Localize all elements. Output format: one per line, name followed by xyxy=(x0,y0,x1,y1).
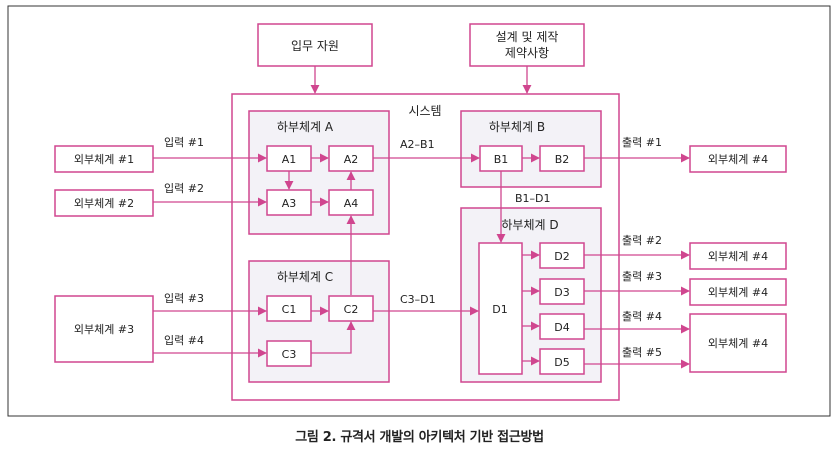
edge-label-input-3: 입력 #3 xyxy=(164,292,204,305)
block-d1 xyxy=(478,242,523,375)
block-d5 xyxy=(539,348,585,375)
block-b2-label: B2 xyxy=(555,153,570,166)
edge-label-output-4: 출력 #4 xyxy=(622,310,662,323)
external-system-4-label-c: 외부체계 #4 xyxy=(708,286,768,299)
block-a1 xyxy=(266,145,312,172)
block-b1-label: B1 xyxy=(494,153,509,166)
external-system-4-box-b xyxy=(689,242,787,270)
arrow-c3-c2 xyxy=(311,321,356,354)
system-label: 시스템 xyxy=(408,104,441,118)
subsystem-a-label: 하부체계 A xyxy=(277,120,334,134)
edge-label-input-2: 입력 #2 xyxy=(164,182,204,195)
block-c2-label: C2 xyxy=(344,303,359,316)
block-a1-label: A1 xyxy=(282,153,297,166)
resource-box: 입무 자원 xyxy=(257,23,373,67)
block-a3-label: A3 xyxy=(282,197,297,210)
block-c1 xyxy=(266,295,312,322)
external-system-4-box-a xyxy=(689,145,787,173)
external-system-2-box xyxy=(54,189,154,217)
external-system-4-box-d xyxy=(689,313,787,373)
subsystem-d-label: 하부체계 D xyxy=(501,218,558,232)
block-b1 xyxy=(479,145,523,172)
edge-label-input-4: 입력 #4 xyxy=(164,334,204,347)
edge-label-output-1: 출력 #1 xyxy=(622,136,662,149)
subsystem-b-label: 하부체계 B xyxy=(489,120,545,134)
block-d4 xyxy=(539,313,585,340)
block-c2 xyxy=(328,295,374,322)
block-a2 xyxy=(328,145,374,172)
constraints-box: 설계 및 제작 제약사항 xyxy=(469,23,585,67)
edge-label-output-5: 출력 #5 xyxy=(622,346,662,359)
edge-label-b1-d1: B1–D1 xyxy=(515,192,551,205)
block-d1-label: D1 xyxy=(492,303,507,316)
block-c3-label: C3 xyxy=(282,348,297,361)
subsystem-c-label: 하부체계 C xyxy=(277,270,333,284)
block-d3-label: D3 xyxy=(554,286,569,299)
external-system-4-box-c xyxy=(689,278,787,306)
block-d3 xyxy=(539,278,585,305)
block-c1-label: C1 xyxy=(282,303,297,316)
block-d4-label: D4 xyxy=(554,321,569,334)
block-a4-label: A4 xyxy=(344,197,359,210)
block-a2-label: A2 xyxy=(344,153,359,166)
constraints-label-line2: 제약사항 xyxy=(505,45,549,60)
resource-label: 입무 자원 xyxy=(291,39,339,53)
edge-label-input-1: 입력 #1 xyxy=(164,136,204,149)
external-system-1-box xyxy=(54,145,154,173)
edge-label-a2-b1: A2–B1 xyxy=(400,138,435,151)
block-d5-label: D5 xyxy=(554,356,569,369)
external-system-2-label: 외부체계 #2 xyxy=(74,197,134,210)
external-system-4-label-b: 외부체계 #4 xyxy=(708,250,768,263)
external-system-4-label-d: 외부체계 #4 xyxy=(708,337,768,350)
block-b2 xyxy=(539,145,585,172)
block-a4 xyxy=(328,189,374,216)
external-system-3-box xyxy=(54,295,154,363)
external-system-3-label: 외부체계 #3 xyxy=(74,323,134,336)
edge-label-output-3: 출력 #3 xyxy=(622,270,662,283)
constraints-label-line1: 설계 및 제작 xyxy=(496,30,559,44)
figure-caption: 그림 2. 규격서 개발의 아키텍처 기반 접근방법 xyxy=(295,430,544,445)
edge-label-output-2: 출력 #2 xyxy=(622,234,662,247)
external-system-4-label-a: 외부체계 #4 xyxy=(708,153,768,166)
edge-label-c3-d1: C3–D1 xyxy=(400,293,436,306)
block-d2-label: D2 xyxy=(554,250,569,263)
external-system-1-label: 외부체계 #1 xyxy=(74,153,134,166)
